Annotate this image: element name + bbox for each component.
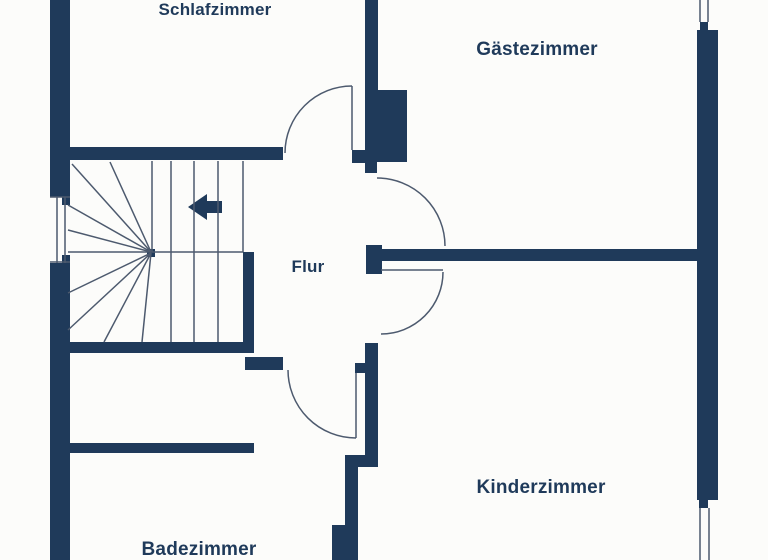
door-arc-badezimmer [287, 369, 357, 439]
stair-winder [67, 204, 152, 253]
stair-winder [71, 163, 152, 253]
wall-kinderzimmer-top [381, 249, 697, 261]
window-bottom-right [699, 508, 710, 560]
wall-top-divider [365, 0, 378, 92]
lines-layer [50, 0, 710, 560]
wall-right [697, 30, 718, 500]
window-tick [700, 22, 708, 30]
walls-layer [50, 0, 718, 560]
door-jamb [355, 363, 366, 373]
stair-winder [67, 252, 152, 331]
wall-closet-bottom [68, 443, 254, 453]
door-arc-kinderzimmer [380, 271, 444, 335]
door-jamb [352, 150, 365, 163]
door-jamb [366, 245, 382, 274]
wall-schlafzimmer-bottom [68, 147, 283, 160]
wall-jog [345, 455, 378, 467]
stair-winder [109, 161, 152, 253]
door-jamb [365, 162, 377, 173]
stair-treads [68, 161, 244, 342]
window-top-right [699, 0, 709, 22]
stair-winders [67, 161, 152, 343]
wall-stair-bottom [68, 342, 254, 353]
room-label-kinderzimmer: Kinderzimmer [476, 477, 606, 498]
window-left [50, 196, 70, 263]
wall-stair-right [243, 252, 254, 353]
wall-left-lower [50, 263, 70, 560]
window-tick [62, 197, 70, 205]
stair-winder [67, 229, 152, 253]
wall-bottom-block [332, 525, 358, 560]
wall-flur-right-lower [365, 343, 378, 455]
door-arc-schlafzimmer [284, 85, 353, 154]
window-tick [699, 500, 708, 508]
stair-winder [67, 252, 152, 294]
door-arc-gaestezimmer [376, 177, 446, 247]
wall-chimney-block [365, 90, 407, 162]
stairs-direction-arrow-icon [188, 194, 222, 220]
stair-winder [103, 252, 152, 343]
window-tick [62, 255, 70, 263]
room-label-gaestezimmer: Gästezimmer [476, 39, 598, 60]
stair-winder [141, 252, 152, 343]
room-label-schlafzimmer: Schlafzimmer [158, 0, 272, 19]
room-label-flur: Flur [291, 257, 325, 276]
room-label-badezimmer: Badezimmer [141, 539, 257, 560]
wall-flur-stub [245, 357, 283, 370]
wall-left-upper [50, 0, 70, 197]
wall-bade-kinder-divider [345, 467, 358, 525]
